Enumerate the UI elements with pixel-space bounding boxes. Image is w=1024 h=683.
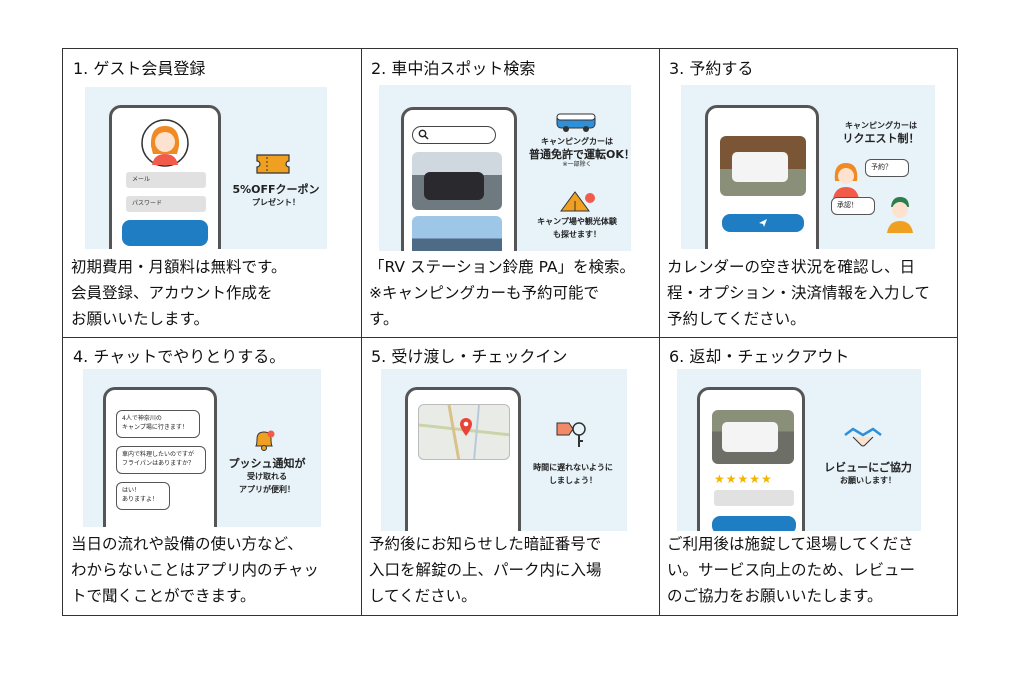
key-icon: [556, 422, 586, 447]
step-3-description: カレンダーの空き状況を確認し、日 程・オプション・決済情報を入力して 予約してく…: [667, 258, 931, 328]
step-1-title: 1. ゲスト会員登録: [73, 59, 206, 78]
review-field: [714, 490, 794, 506]
phone-mockup: ★★★★★: [697, 387, 805, 531]
coupon-icon: [256, 154, 290, 174]
campervan-photo: [712, 410, 794, 464]
step-4-cell: 4. チャットでやりとりする。 4人で神奈川の キャンプ場に行きます！ 車内で料…: [63, 337, 361, 615]
step-4-title: 4. チャットでやりとりする。: [73, 347, 286, 366]
submit-review-button: [712, 516, 796, 531]
step-1-description: 初期費用・月額料は無料です。 会員登録、アカウント作成を お願いいたします。: [71, 258, 287, 328]
mail-field: メール: [126, 172, 206, 188]
phone-mockup: 4人で神奈川の キャンプ場に行きます！ 車内で料理したいのですが フライパンはあ…: [103, 387, 217, 527]
step-5-description: 予約後にお知らせした暗証番号で 入口を解錠の上、パーク内に入場 してください。: [369, 535, 602, 605]
step-6-title: 6. 返却・チェックアウト: [669, 347, 850, 366]
bell-icon: [255, 430, 275, 451]
register-button: [122, 220, 208, 246]
woman-icon: [833, 163, 859, 199]
chat-bubble: 4人で神奈川の キャンプ場に行きます！: [116, 410, 200, 438]
search-bar: [412, 126, 496, 144]
campervan-photo: [412, 152, 502, 210]
chat-bubble: はい！ ありますよ！: [116, 482, 170, 510]
step-1-cell: 1. ゲスト会員登録 メール パスワード 5%OFFクーポン プレゼント！: [63, 49, 361, 337]
checkin-note: 時間に遅れないように しましょう！: [533, 463, 613, 485]
avatar-icon: [141, 119, 189, 167]
rating-stars: ★★★★★: [714, 472, 773, 486]
step-1-illustration: メール パスワード 5%OFFクーポン プレゼント！: [85, 87, 327, 249]
phone-mockup: [405, 387, 521, 531]
request-bubble: 予約？: [865, 159, 909, 177]
password-field: パスワード: [126, 196, 206, 212]
man-icon: [887, 197, 913, 233]
step-2-description: 「RV ステーション鈴鹿 PA」を検索。 ※キャンピングカーも予約可能で す。: [369, 258, 636, 328]
phone-mockup: [705, 105, 819, 249]
step-5-cell: 5. 受け渡し・チェックイン: [361, 337, 659, 615]
step-2-illustration: キャンピングカーは 普通免許で運転OK！ ※一部除く キャンプ場や観光体験 も探…: [379, 85, 631, 251]
step-6-cell: 6. 返却・チェックアウト ★★★★★ レビューにご協力 お願いします！ ご利用…: [659, 337, 957, 615]
request-note: キャンピングカーは リクエスト制！: [842, 121, 920, 145]
step-3-title: 3. 予約する: [669, 59, 754, 78]
step-4-description: 当日の流れや設備の使い方など、 わからないことはアプリ内のチャッ トで聞くことが…: [71, 535, 319, 605]
phone-mockup: メール パスワード: [109, 105, 221, 249]
step-5-title: 5. 受け渡し・チェックイン: [371, 347, 568, 366]
handshake-icon: [844, 427, 882, 447]
map-view: [418, 404, 510, 460]
map-pin-icon: [460, 418, 472, 436]
step-4-illustration: 4人で神奈川の キャンプ場に行きます！ 車内で料理したいのですが フライパンはあ…: [83, 369, 321, 527]
step-3-cell: 3. 予約する キャンピングカーは リクエスト制！: [659, 49, 957, 337]
step-3-illustration: キャンピングカーは リクエスト制！ 予約？ 承認！: [681, 85, 935, 249]
approve-bubble: 承認！: [831, 197, 875, 215]
step-6-illustration: ★★★★★ レビューにご協力 お願いします！: [677, 369, 921, 531]
steps-table: 1. ゲスト会員登録 メール パスワード 5%OFFクーポン プレゼント！: [62, 48, 958, 616]
campervan-photo: [720, 136, 806, 196]
phone-mockup: [401, 107, 517, 251]
step-2-cell: 2. 車中泊スポット検索: [361, 49, 659, 337]
push-notification-note: プッシュ通知が 受け取れる アプリが便利！: [228, 457, 306, 494]
step-6-description: ご利用後は施錠して退場してくださ い。サービス向上のため、レビュー のご協力をお…: [667, 535, 916, 605]
tent-icon: [560, 191, 595, 212]
search-icon: [418, 129, 429, 140]
campervan-icon: [556, 113, 596, 132]
coupon-note: 5%OFFクーポン プレゼント！: [232, 183, 320, 207]
camp-note: キャンプ場や観光体験 も探せます！: [537, 217, 617, 239]
step-5-illustration: 時間に遅れないように しましょう！: [381, 369, 627, 531]
license-note: キャンピングカーは 普通免許で運転OK！ ※一部除く: [529, 137, 631, 168]
column-divider: [361, 49, 362, 615]
row-divider: [63, 337, 957, 338]
parking-photo: [412, 216, 502, 251]
step-2-title: 2. 車中泊スポット検索: [371, 59, 536, 78]
chat-bubble: 車内で料理したいのですが フライパンはありますか？: [116, 446, 206, 474]
column-divider: [659, 49, 660, 615]
review-note: レビューにご協力 お願いします！: [824, 461, 912, 485]
send-icon: [759, 219, 767, 227]
send-button: [722, 214, 804, 232]
